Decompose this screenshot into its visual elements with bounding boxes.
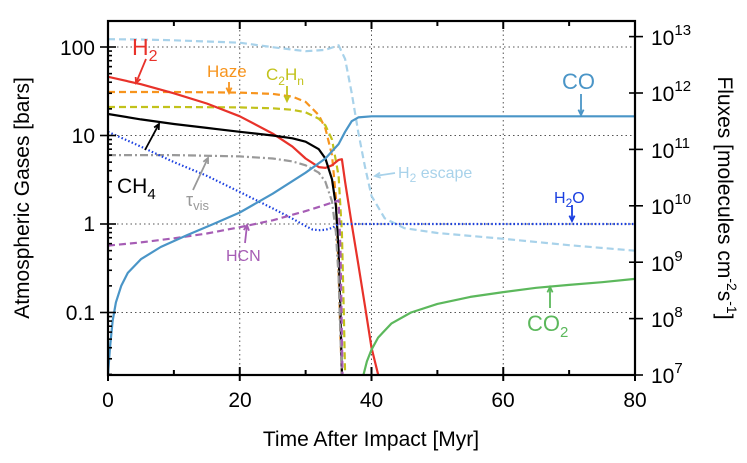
label-co2: CO2 <box>527 311 568 341</box>
label-co: CO <box>562 69 595 94</box>
series-h2o <box>108 130 635 232</box>
series-co <box>108 115 635 375</box>
annotation-arrows <box>134 58 585 308</box>
label-hcn: HCN <box>226 248 261 265</box>
x-tick-label: 80 <box>623 389 646 412</box>
x-tick-label: 60 <box>491 389 514 412</box>
label-h2-escape: H2 escape <box>398 165 472 185</box>
y-tick-label: 10 <box>72 125 95 148</box>
annotations: H2 Haze C2Hn CH4 τvis HCN CO H2 escape H… <box>117 34 595 341</box>
y2-tick-labels: 107 108 109 1010 1011 1012 1013 <box>651 22 691 388</box>
y2-tick-label: 1012 <box>651 78 691 106</box>
x-axis-title: Time After Impact [Myr] <box>263 428 479 451</box>
label-h2: H2 <box>132 34 158 65</box>
arrow-head-icon <box>577 109 585 118</box>
y2-tick-label: 108 <box>651 304 683 332</box>
annotation-arrow <box>374 172 396 177</box>
y2-tick-label: 1011 <box>651 135 690 163</box>
x-tick-label: 20 <box>228 389 251 412</box>
arrow-head-icon <box>568 215 576 224</box>
y-tick-labels: 0.1 1 10 100 <box>60 37 95 325</box>
arrow-head-icon <box>546 284 554 293</box>
arrow-head-icon <box>243 222 250 231</box>
y2-tick-label: 1013 <box>651 22 691 50</box>
y-tick-label: 0.1 <box>66 302 95 325</box>
y-axis-title: Atmospheric Gases [bars] <box>11 77 34 319</box>
label-haze: Haze <box>207 62 247 81</box>
label-ch4: CH4 <box>117 175 156 203</box>
y2-axis-title: Fluxes [molecules cm-2s-1] <box>713 76 740 319</box>
arrow-head-icon <box>134 76 142 85</box>
label-c2hn: C2Hn <box>266 65 304 88</box>
label-tau-vis: τvis <box>186 190 210 213</box>
series-ch4 <box>108 112 343 375</box>
y-tick-label: 1 <box>83 213 95 236</box>
arrow-head-icon <box>283 95 291 104</box>
y-tick-label: 100 <box>60 37 95 60</box>
annotation-arrow <box>192 157 209 191</box>
series-h2-escape <box>108 38 635 252</box>
series-co2 <box>362 277 635 375</box>
series-haze <box>108 90 343 375</box>
y2-tick-label: 109 <box>651 248 683 276</box>
arrow-head-icon <box>202 156 209 165</box>
arrow-head-icon <box>372 171 381 179</box>
series-hcn <box>108 199 344 375</box>
annotation-arrow <box>135 58 147 84</box>
label-h2o: H2O <box>554 190 585 210</box>
y2-tick-label: 1010 <box>651 191 691 219</box>
series-h2 <box>108 75 380 375</box>
x-tick-label: 40 <box>360 389 383 412</box>
x-tick-label: 0 <box>102 389 114 412</box>
annotation-arrow <box>244 224 248 244</box>
y2-tick-label: 107 <box>651 360 683 388</box>
x-tick-labels: 0 20 40 60 80 <box>102 389 647 412</box>
series-c2hn <box>108 105 347 375</box>
data-curves <box>108 38 635 375</box>
arrow-head-icon <box>153 122 160 131</box>
series-tau-vis <box>108 154 343 375</box>
annotation-arrow <box>144 123 160 151</box>
arrow-head-icon <box>225 87 233 96</box>
axis-ticks <box>100 21 643 381</box>
